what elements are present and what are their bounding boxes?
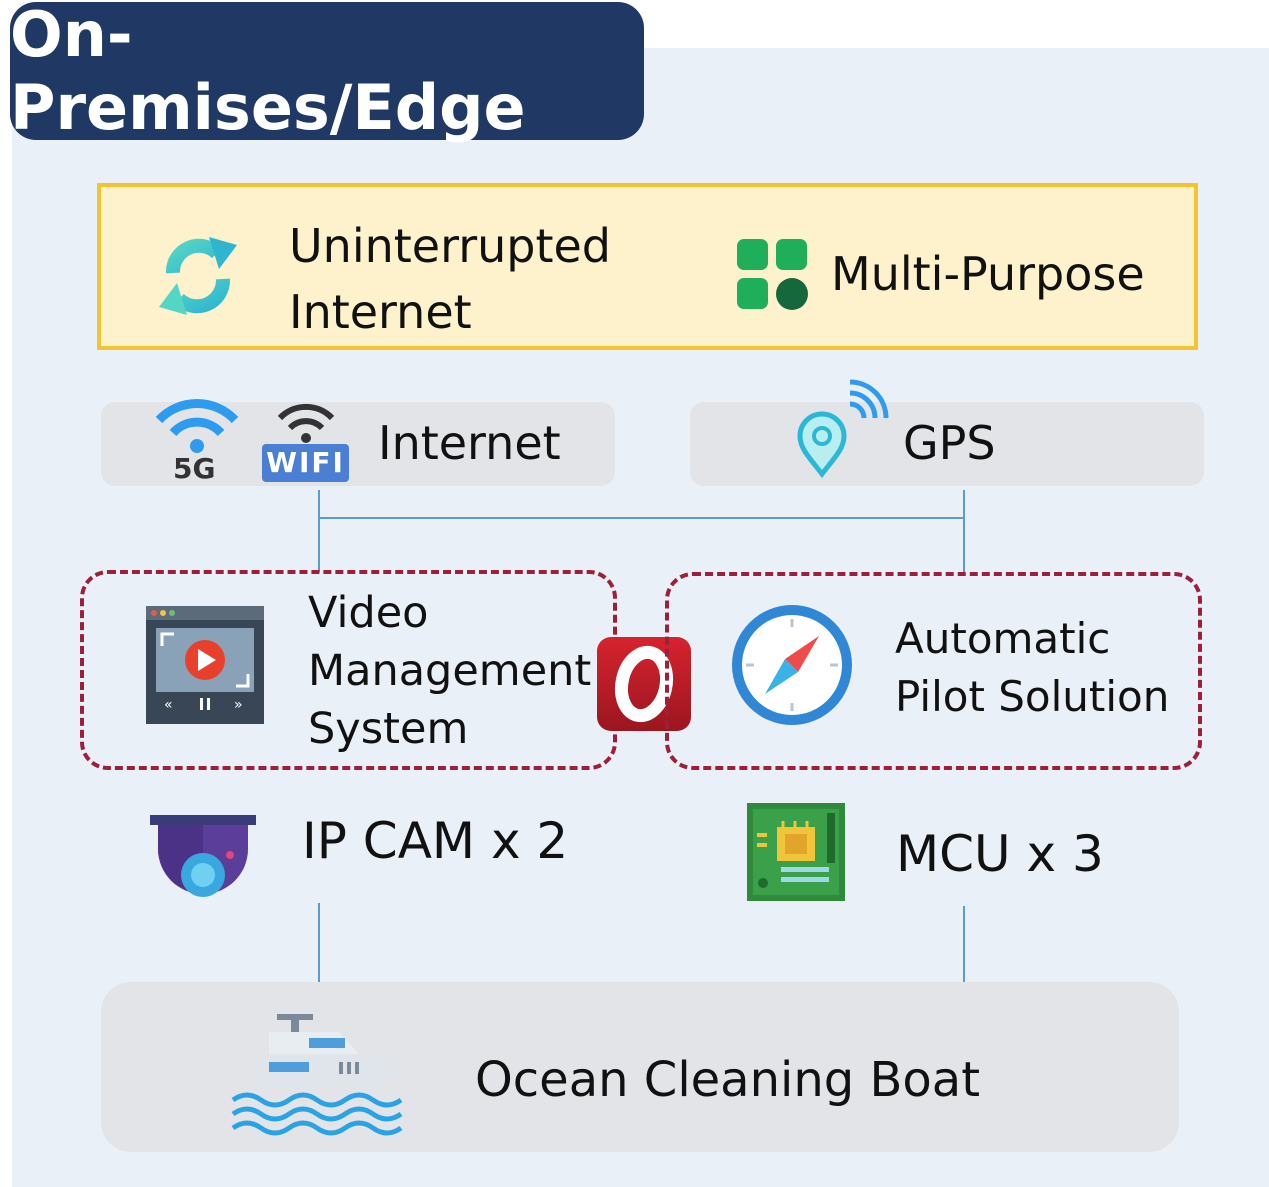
wifi-signal-icon <box>277 403 335 443</box>
svg-text:«: « <box>164 697 173 713</box>
svg-text:»: » <box>234 697 243 713</box>
gps-box <box>690 402 1204 486</box>
video-player-icon: « » <box>146 606 264 724</box>
gps-label: GPS <box>903 416 996 470</box>
compass-icon <box>732 605 852 725</box>
gps-pin-icon <box>797 379 889 479</box>
vms-line2: Management <box>308 646 592 696</box>
feature-multi-purpose: Multi-Purpose <box>831 247 1145 301</box>
features-box: Uninterrupted Internet Multi-Purpose <box>97 183 1198 350</box>
autopilot-line1: Automatic <box>895 614 1111 663</box>
badge-5g: 5G <box>173 452 216 485</box>
ipcam-label: IP CAM x 2 <box>302 812 569 870</box>
feature-uninterrupted-line2: Internet <box>289 285 472 339</box>
boat-label: Ocean Cleaning Boat <box>475 1052 981 1108</box>
5g-wifi-icon <box>155 399 239 453</box>
apps-grid-icon <box>737 239 808 310</box>
sync-icon <box>159 237 237 315</box>
internet-label: Internet <box>378 416 561 470</box>
vms-line3: System <box>308 704 469 754</box>
autopilot-line2: Pilot Solution <box>895 672 1170 721</box>
boat-icon <box>231 1014 403 1136</box>
internet-box <box>101 402 615 486</box>
mcu-board-icon <box>747 803 845 901</box>
badge-wifi: WIFI <box>262 444 349 482</box>
feature-uninterrupted-line1: Uninterrupted <box>289 219 611 273</box>
ip-camera-icon <box>150 815 256 897</box>
page-title: On-Premises/Edge <box>10 0 644 144</box>
mcu-label: MCU x 3 <box>896 825 1104 883</box>
autopilot-box <box>665 572 1202 770</box>
vms-line1: Video <box>308 588 429 638</box>
